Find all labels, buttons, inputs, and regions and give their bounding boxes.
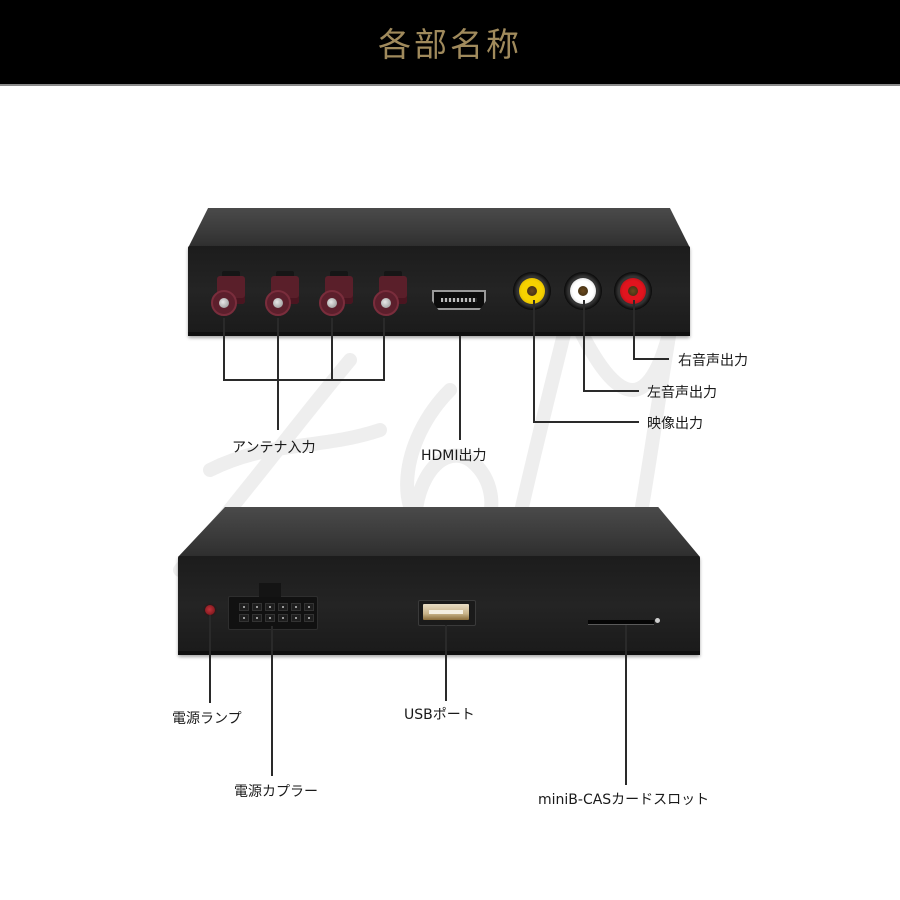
- label-power-coupler: 電源カプラー: [234, 784, 318, 800]
- leader-line: [583, 390, 639, 392]
- hdmi-port: [432, 290, 486, 310]
- header-banner: 各部名称: [0, 0, 900, 86]
- leader-line: [223, 318, 225, 380]
- leader-line: [223, 379, 385, 381]
- rca-right-audio-jack: [614, 272, 652, 310]
- antenna-connector-1: [211, 271, 245, 320]
- label-usb-port: USBポート: [404, 707, 475, 723]
- label-power-lamp: 電源ランプ: [172, 711, 242, 727]
- leader-line: [633, 300, 635, 359]
- leader-line: [625, 625, 627, 785]
- antenna-connector-2: [265, 271, 299, 320]
- device-top-face: [178, 507, 700, 557]
- leader-line: [209, 615, 211, 703]
- leader-line: [533, 300, 535, 422]
- rca-video-jack: [513, 272, 551, 310]
- leader-line: [277, 318, 279, 430]
- label-left-audio-output: 左音声出力: [647, 385, 717, 401]
- device-top-face: [188, 208, 690, 248]
- usb-port: [418, 600, 476, 626]
- leader-line: [533, 421, 639, 423]
- label-video-output: 映像出力: [647, 416, 703, 432]
- leader-line: [583, 300, 585, 391]
- power-coupler-connector: [228, 583, 318, 630]
- label-right-audio-output: 右音声出力: [678, 353, 748, 369]
- label-antenna-input: アンテナ入力: [232, 440, 316, 456]
- leader-line: [459, 336, 461, 440]
- leader-line: [383, 318, 385, 380]
- antenna-connector-4: [373, 271, 407, 320]
- leader-line: [445, 625, 447, 701]
- minib-cas-card-slot: [588, 618, 660, 625]
- power-lamp-led: [205, 605, 215, 615]
- antenna-connector-3: [319, 271, 353, 320]
- label-hdmi-output: HDMI出力: [421, 448, 487, 464]
- label-card-slot: miniB-CASカードスロット: [538, 792, 710, 808]
- page-title: 各部名称: [378, 25, 522, 64]
- leader-line: [271, 626, 273, 776]
- rca-left-audio-jack: [564, 272, 602, 310]
- leader-line: [633, 358, 669, 360]
- leader-line: [331, 318, 333, 380]
